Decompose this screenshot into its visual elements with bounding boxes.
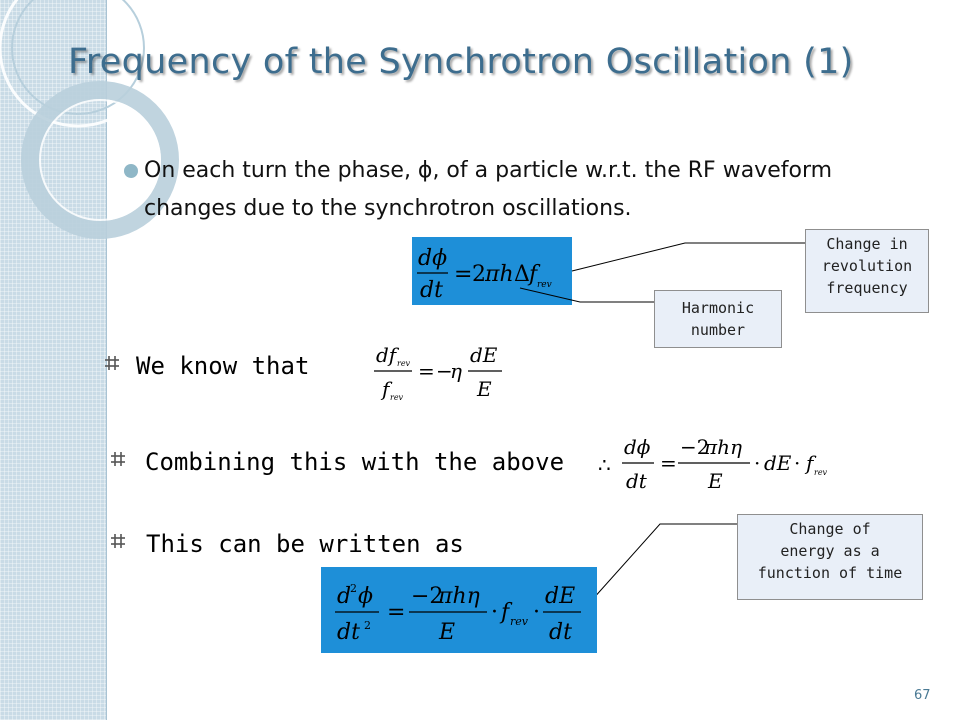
subpoint-marker-icon bbox=[111, 452, 125, 466]
equation-combined: ∴ dϕ dt = −2 πhη E · dE · f rev bbox=[598, 435, 828, 493]
subpoint-text: Combining this with the above bbox=[145, 448, 565, 476]
svg-text:d: d bbox=[337, 584, 351, 609]
bullet-text: On each turn the phase, ϕ, of a particle… bbox=[144, 158, 833, 221]
svg-text:πhη: πhη bbox=[437, 584, 480, 609]
equation-frequency-relation: df rev f rev = − η dE E bbox=[374, 343, 502, 402]
svg-text:=: = bbox=[418, 359, 435, 383]
svg-text:−2: −2 bbox=[411, 584, 443, 609]
svg-text:πh: πh bbox=[484, 262, 514, 287]
bullet-dot bbox=[124, 164, 138, 178]
svg-text:E: E bbox=[438, 620, 455, 645]
equation-box-phase-rate: dϕ dt = 2 πh Δ f rev bbox=[412, 237, 572, 305]
svg-text:rev: rev bbox=[510, 615, 529, 628]
callout-line: frequency bbox=[826, 279, 908, 297]
equation-phase-rate: dϕ dt = 2 πh Δ f rev bbox=[417, 246, 552, 303]
svg-text:E: E bbox=[476, 377, 492, 401]
svg-text:dϕ: dϕ bbox=[624, 435, 651, 459]
subpoint-marker-icon bbox=[105, 356, 119, 370]
svg-text:dϕ: dϕ bbox=[418, 246, 447, 271]
equation-box-second-order: d 2 ϕ dt 2 = −2 πhη E · f rev · dE dt bbox=[321, 567, 597, 653]
svg-text:ϕ: ϕ bbox=[358, 584, 373, 609]
callout-line: energy as a bbox=[780, 542, 880, 560]
svg-text:·: · bbox=[754, 451, 760, 475]
sidebar-panel bbox=[0, 0, 107, 720]
callout-harmonic-number: Harmonic number bbox=[654, 290, 782, 348]
callout-energy-change: Change of energy as a function of time bbox=[737, 514, 923, 600]
callout-line: Change in bbox=[826, 235, 908, 253]
svg-text:∴: ∴ bbox=[598, 453, 611, 477]
svg-text:−2: −2 bbox=[680, 435, 709, 459]
svg-text:dt: dt bbox=[549, 620, 572, 645]
svg-text:2: 2 bbox=[472, 262, 486, 287]
svg-text:Δ: Δ bbox=[514, 262, 530, 287]
svg-text:2: 2 bbox=[350, 582, 357, 595]
svg-text:rev: rev bbox=[814, 468, 828, 477]
callout-line: number bbox=[690, 321, 746, 339]
svg-text:dt: dt bbox=[420, 278, 443, 303]
svg-text:rev: rev bbox=[397, 359, 411, 368]
svg-text:=: = bbox=[387, 600, 405, 625]
svg-text:dt: dt bbox=[337, 620, 360, 645]
svg-text:·: · bbox=[794, 451, 800, 475]
callout-revolution-frequency: Change in revolution frequency bbox=[805, 229, 929, 313]
callout-line: function of time bbox=[757, 564, 903, 582]
svg-text:dt: dt bbox=[626, 469, 648, 493]
svg-text:πhη: πhη bbox=[703, 435, 742, 459]
svg-text:=: = bbox=[454, 262, 472, 287]
subpoint-text: We know that bbox=[136, 352, 310, 380]
svg-text:dE: dE bbox=[545, 584, 575, 609]
svg-text:rev: rev bbox=[537, 280, 552, 290]
equation-second-order: d 2 ϕ dt 2 = −2 πhη E · f rev · dE dt bbox=[335, 582, 581, 645]
svg-text:−: − bbox=[436, 359, 453, 383]
callout-line: Harmonic bbox=[681, 299, 755, 317]
page-number: 67 bbox=[914, 688, 931, 703]
callout-line: Change of bbox=[789, 520, 871, 538]
svg-text:dE: dE bbox=[470, 343, 498, 367]
svg-text:E: E bbox=[707, 469, 723, 493]
svg-text:df: df bbox=[376, 343, 400, 367]
svg-text:η: η bbox=[450, 359, 462, 383]
svg-text:2: 2 bbox=[364, 619, 371, 632]
callout-line: revolution bbox=[821, 257, 913, 275]
svg-text:·: · bbox=[491, 600, 498, 625]
slide-title: Frequency of the Synchrotron Oscillation… bbox=[68, 42, 854, 82]
subpoint-marker-icon bbox=[111, 534, 125, 548]
svg-text:rev: rev bbox=[390, 393, 404, 402]
svg-text:·: · bbox=[533, 600, 540, 625]
svg-text:dE: dE bbox=[764, 451, 792, 475]
subpoint-text: This can be written as bbox=[146, 530, 464, 558]
svg-text:=: = bbox=[660, 451, 677, 475]
